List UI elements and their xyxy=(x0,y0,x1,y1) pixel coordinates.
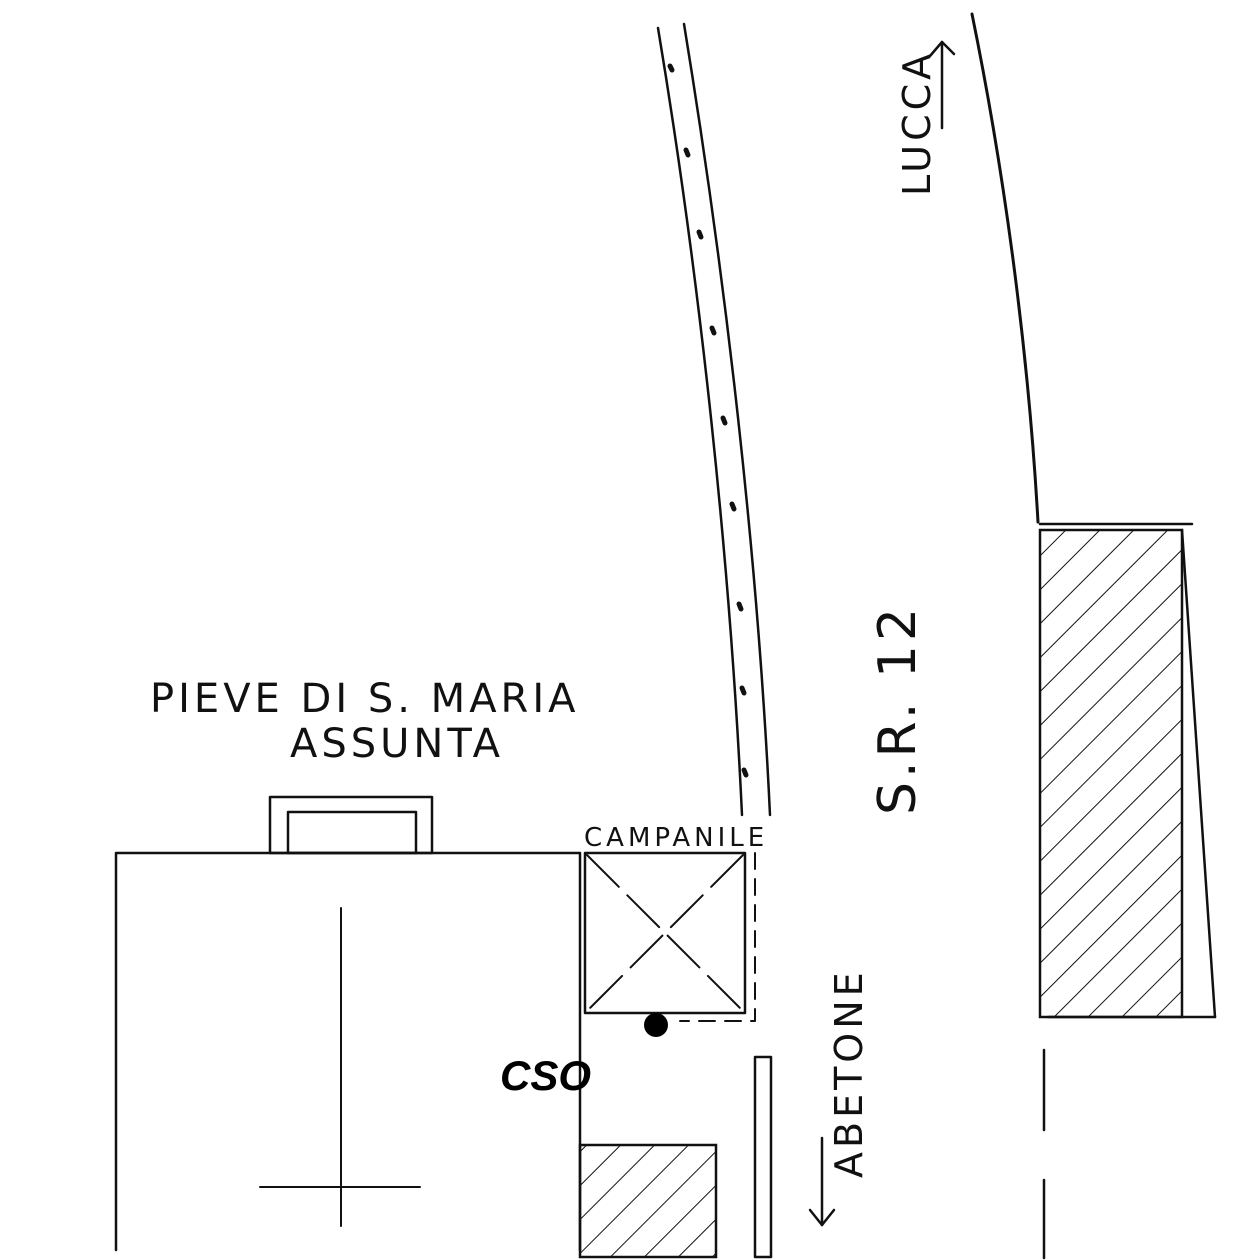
direction-north-label: LUCCA xyxy=(895,50,939,196)
arrow-down-icon xyxy=(808,1136,836,1227)
road-edge-west xyxy=(753,1055,773,1259)
cso-marker-dot xyxy=(644,1013,668,1037)
railway-ticks xyxy=(667,63,749,778)
building-south xyxy=(578,1143,718,1259)
cso-label: CSO xyxy=(500,1052,591,1099)
railway-line xyxy=(656,22,772,817)
arrow-up-icon xyxy=(928,40,956,130)
church-name-line2: ASSUNTA xyxy=(290,721,504,767)
bell-tower xyxy=(583,851,756,1022)
church-name-line1: PIEVE DI S. MARIA xyxy=(150,676,580,722)
church-plan xyxy=(114,795,582,1252)
road-edge-east xyxy=(970,12,1040,524)
direction-north: LUCCA xyxy=(895,40,956,196)
road-label: S.R. 12 xyxy=(868,604,928,815)
bell-tower-label: CAMPANILE xyxy=(584,823,768,853)
direction-south: ABETONE xyxy=(808,968,871,1227)
direction-south-label: ABETONE xyxy=(827,968,871,1178)
building-east xyxy=(1038,522,1217,1019)
